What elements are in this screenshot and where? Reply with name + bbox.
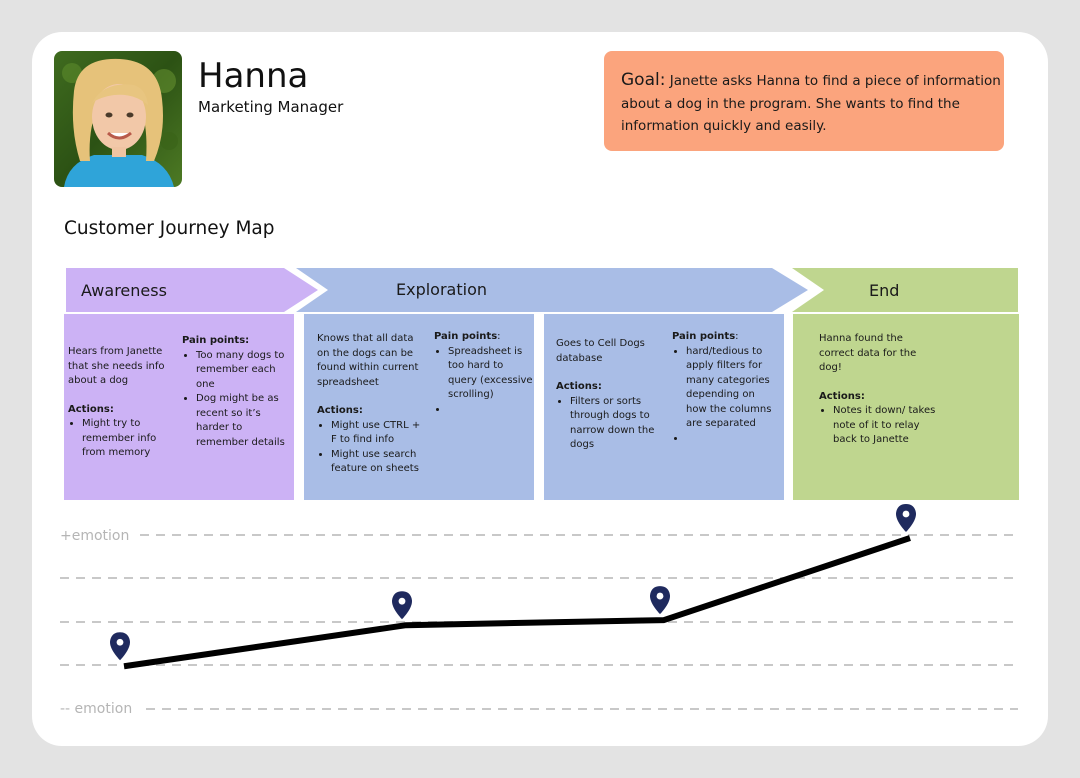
location-pin-icon [650, 586, 670, 615]
list-item: Notes it down/ takes note of it to relay… [833, 404, 939, 448]
persona-name: Hanna [198, 56, 309, 96]
list-item: Too many dogs to remember each one [196, 349, 290, 393]
goal-label: Goal: [621, 70, 666, 90]
exploration-2-actions-list: Filters or sorts through dogs to narrow … [556, 395, 666, 453]
awareness-actions-label: Actions: [68, 403, 114, 415]
exploration-2-pain-list: hard/tedious to apply filters for many c… [672, 345, 778, 447]
exploration-1-right-column: Pain points: Spreadsheet is too hard to … [434, 330, 534, 417]
stage-panel-exploration-1: Knows that all data on the dogs can be f… [304, 314, 534, 500]
list-item: Might try to remember info from memory [82, 417, 178, 461]
emotion-top-label: +emotion [60, 528, 130, 544]
persona-photo-icon [54, 51, 182, 187]
persona-role: Marketing Manager [198, 98, 344, 116]
persona-avatar [54, 51, 182, 187]
exploration-2-left-column: Goes to Cell Dogs database Actions: Filt… [556, 337, 666, 453]
goal-text: Janette asks Hanna to find a piece of in… [621, 73, 1001, 134]
end-actions-list: Notes it down/ takes note of it to relay… [819, 404, 939, 448]
exploration-1-left-column: Knows that all data on the dogs can be f… [317, 332, 425, 477]
location-pin-icon [896, 504, 916, 532]
exploration-2-description: Goes to Cell Dogs database [556, 338, 645, 364]
awareness-pain-list: Too many dogs to remember each one Dog m… [182, 349, 290, 451]
list-item: Spreadsheet is too hard to query (excess… [448, 345, 534, 403]
exploration-1-description: Knows that all data on the dogs can be f… [317, 333, 419, 388]
awareness-left-column: Hears from Janette that she needs info a… [68, 345, 178, 461]
goal-box: Goal: Janette asks Hanna to find a piece… [604, 51, 1004, 151]
exploration-2-actions-label: Actions: [556, 381, 602, 392]
location-pin-icon [110, 632, 130, 661]
exploration-2-right-column: Pain points: hard/tedious to apply filte… [672, 330, 778, 446]
emotion-line [123, 535, 911, 670]
stage-label-awareness: Awareness [81, 281, 167, 300]
list-item: Dog might be as recent so it’s harder to… [196, 392, 290, 450]
stage-panel-end: Hanna found the correct data for the dog… [793, 314, 1019, 500]
stage-panel-awareness: Hears from Janette that she needs info a… [64, 314, 294, 500]
emotion-bottom-label: -- emotion [60, 701, 133, 717]
end-column: Hanna found the correct data for the dog… [819, 332, 939, 448]
exploration-1-pain-label: Pain points [434, 331, 498, 342]
awareness-actions-list: Might try to remember info from memory [68, 417, 178, 461]
stage-label-exploration: Exploration [396, 280, 487, 299]
awareness-right-column: Pain points: Too many dogs to remember e… [182, 334, 290, 450]
exploration-1-pain-list: Spreadsheet is too hard to query (excess… [434, 345, 534, 418]
awareness-pain-label: Pain points: [182, 335, 250, 346]
stage-label-end: End [869, 281, 900, 300]
list-item: hard/tedious to apply filters for many c… [686, 345, 778, 432]
awareness-description: Hears from Janette that she needs info a… [68, 346, 165, 386]
stage-panel-exploration-2: Goes to Cell Dogs database Actions: Filt… [544, 314, 784, 500]
exploration-1-actions-list: Might use CTRL + F to find info Might us… [317, 419, 425, 477]
end-actions-label: Actions: [819, 390, 865, 402]
list-item: Filters or sorts through dogs to narrow … [570, 395, 666, 453]
exploration-1-actions-label: Actions: [317, 405, 363, 416]
map-title: Customer Journey Map [64, 218, 275, 239]
exploration-2-pain-label: Pain points [672, 331, 736, 342]
list-item: Might use CTRL + F to find info [331, 419, 425, 448]
location-pin-icon [392, 591, 412, 620]
end-description: Hanna found the correct data for the dog… [819, 333, 917, 373]
list-item: Might use search feature on sheets [331, 448, 425, 477]
